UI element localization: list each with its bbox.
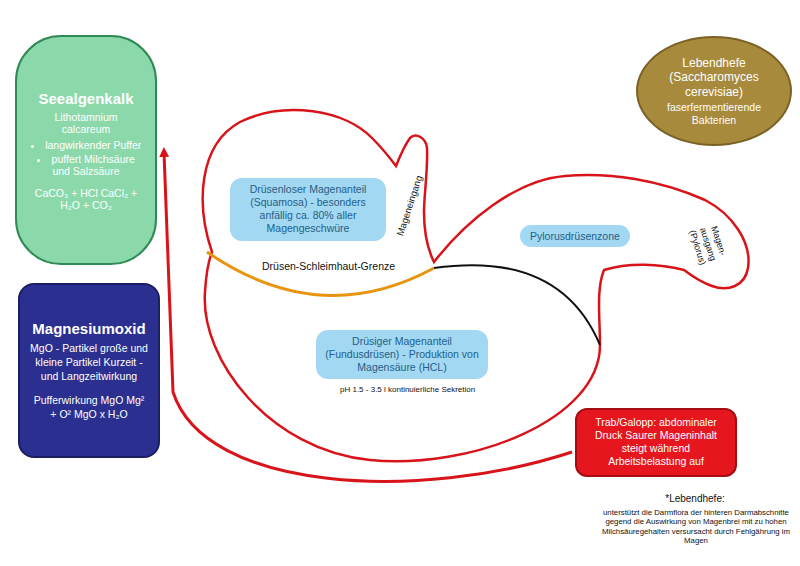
box-text: MgO - Partikel große und kleine Partikel… [30,341,148,384]
box-heading: Magnesiumoxid [32,320,145,337]
zone-box: Drüsenloser Magenanteil (Squamosa) - bes… [230,178,386,241]
box-text: CaCO₃ + HCl CaCl₂ + H₂O + CO₂ [31,187,141,211]
footnote-heading: *Lebendhefe: [600,493,790,505]
box-text: langwirkender Puffer [31,139,142,151]
box-heading: Seealgenkalk [38,90,133,107]
supplement-box: MagnesiumoxidMgO - Partikel große und kl… [18,283,160,458]
box-text: puffert Milchsäure und Salzsäure [29,153,143,177]
box-heading: Drüsiger Magenanteil (Fundusdrüsen) - Pr… [324,335,480,374]
box-heading: Lebendhefe (Saccharomyces cerevisiae) [654,56,774,99]
box-text: Lithotamnium calcareum [29,111,143,135]
note-label: pH 1.5 - 3.5 l kontinuierliche Sekretion [340,385,475,395]
supplement-ellipse: Lebendhefe (Saccharomyces cerevisiae)fas… [636,36,792,146]
pressure-arrow [164,152,572,481]
supplement-box: SeealgenkalkLithotamnium calcareum langwi… [15,35,157,265]
box-text: Pufferwirkung MgO Mg² + O² MgO x H₂O [30,393,148,421]
zone-box: Pylorusdrüsenzone [520,225,630,247]
zone-box: Drüsiger Magenanteil (Fundusdrüsen) - Pr… [316,330,488,379]
gland-mucosa-border [207,252,434,295]
box-heading: Trab/Galopp: abdominaler Druck Saurer Ma… [585,416,727,469]
boundary-label: Drüsen-Schleimhaut-Grenze [262,260,395,273]
box-text: faserfermentierende Bakterien [659,101,769,126]
warning-box: Trab/Galopp: abdominaler Druck Saurer Ma… [575,408,737,477]
box-heading: Drüsenloser Magenanteil (Squamosa) - bes… [238,183,378,236]
footnote-text: unterstützt die Darmflora der hinteren D… [600,508,792,545]
box-heading: Pylorusdrüsenzone [530,230,620,242]
